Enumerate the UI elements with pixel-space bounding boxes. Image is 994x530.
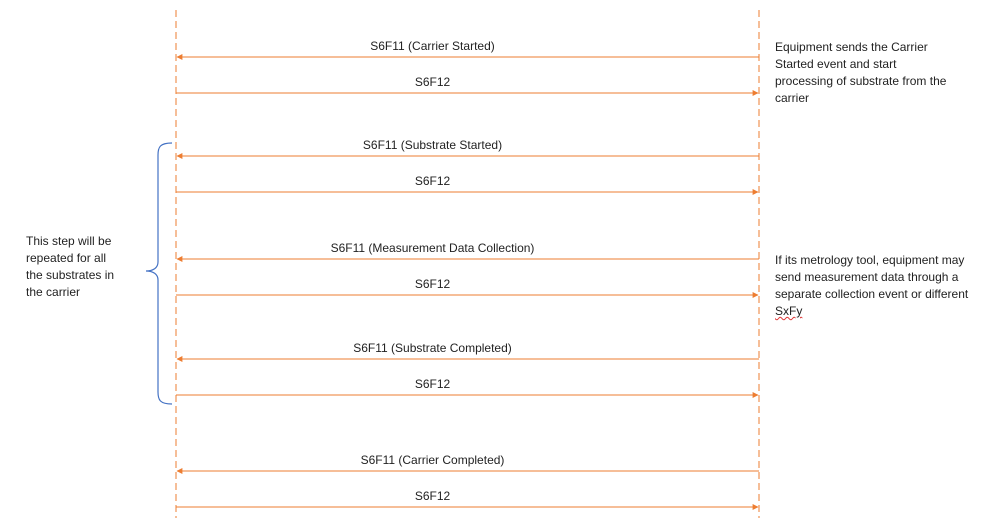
note-line: Equipment sends the Carrier	[775, 40, 928, 54]
note-line: This step will be	[26, 234, 112, 248]
message-label: S6F12	[414, 174, 451, 188]
note-line: separate collection event or different	[775, 287, 969, 301]
note-metrology: If its metrology tool, equipment may sen…	[775, 252, 993, 320]
note-line: Started event and start	[775, 57, 897, 71]
note-line: the carrier	[26, 285, 81, 299]
message-label: S6F11 (Substrate Completed)	[353, 341, 512, 355]
message-label: S6F11 (Substrate Started)	[362, 138, 503, 152]
message-label: S6F12	[414, 75, 451, 89]
message-label: S6F11 (Carrier Started)	[370, 39, 495, 53]
note-line: SxFy	[775, 304, 803, 318]
note-line: repeated for all	[26, 251, 107, 265]
message-label: S6F12	[414, 277, 451, 291]
repeat-brace	[145, 142, 173, 405]
note-line: carrier	[775, 91, 810, 105]
note-line: processing of substrate from the	[775, 74, 947, 88]
note-carrier-started: Equipment sends the Carrier Started even…	[775, 39, 990, 107]
message-label: S6F12	[414, 489, 451, 503]
note-line: send measurement data through a	[775, 270, 959, 284]
message-label: S6F11 (Carrier Completed)	[360, 453, 505, 467]
note-repeat: This step will be repeated for all the s…	[26, 233, 151, 301]
note-line: If its metrology tool, equipment may	[775, 253, 965, 267]
note-line: the substrates in	[26, 268, 115, 282]
message-label: S6F11 (Measurement Data Collection)	[330, 241, 535, 255]
message-label: S6F12	[414, 377, 451, 391]
